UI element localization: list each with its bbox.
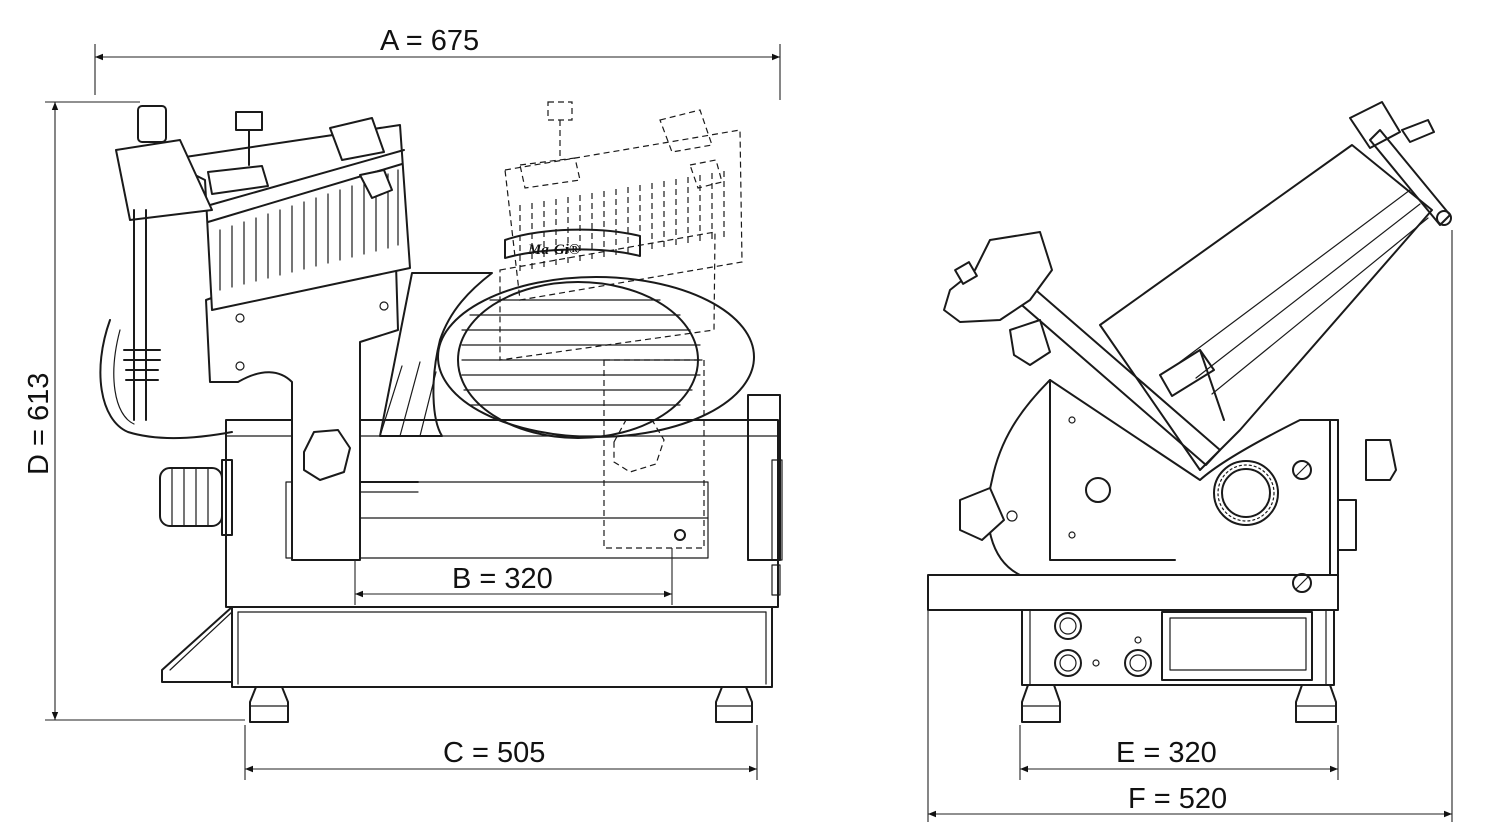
dimension-lines	[45, 44, 1453, 822]
pusher-head	[943, 231, 1053, 541]
inclined-carriage	[1015, 101, 1452, 471]
dimension-c-label: C = 505	[443, 737, 545, 769]
dimension-e-label: E = 320	[1116, 737, 1217, 769]
dimension-b-label: B = 320	[452, 563, 553, 595]
meat-holder	[115, 105, 411, 421]
brand-logo: Ma-Gi®	[527, 242, 580, 258]
front-view: Ma-Gi®	[99, 101, 783, 723]
side-view	[927, 101, 1452, 723]
front-feet	[249, 686, 753, 723]
thickness-dial	[1213, 460, 1279, 526]
dimension-f-label: F = 520	[1128, 783, 1227, 815]
blade-guard	[379, 272, 755, 439]
thickness-knob	[159, 459, 233, 536]
carriage-plate	[205, 231, 399, 561]
side-feet	[1021, 684, 1337, 723]
dimension-a-label: A = 675	[380, 25, 479, 57]
carriage-dashed-position	[499, 101, 743, 549]
dimension-d-label: D = 613	[23, 373, 55, 475]
